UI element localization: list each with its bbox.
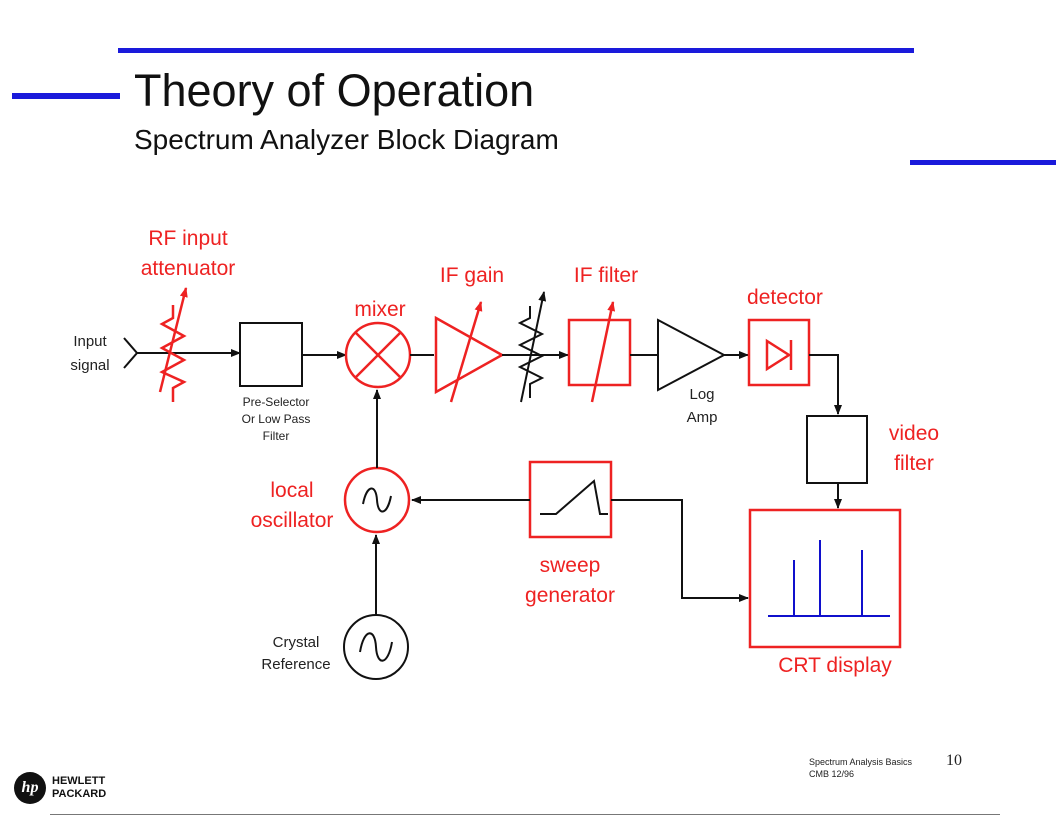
local-oscillator-label-2: oscillator — [251, 509, 334, 532]
header-bar-left — [12, 93, 120, 99]
page-number: 10 — [946, 752, 962, 769]
footer-doc-info: Spectrum Analysis Basics CMB 12/96 — [809, 756, 912, 780]
detector: detector — [747, 286, 842, 415]
input-signal: Input signal — [70, 333, 241, 374]
pre-selector-label-3: Filter — [263, 429, 290, 443]
crystal-reference: Crystal Reference — [261, 534, 409, 680]
pre-selector-label-1: Pre-Selector — [243, 395, 310, 409]
log-amp: Log Amp — [657, 318, 749, 426]
hp-logo-text-line-2: PACKARD — [52, 788, 107, 800]
if-filter-variable-arrow-icon — [590, 301, 616, 403]
sawtooth-icon — [540, 479, 608, 515]
rf-attenuator-label-2: attenuator — [141, 257, 236, 280]
signal-line-sweep-crt — [611, 499, 749, 602]
header-bar-top — [118, 48, 914, 53]
sweep-generator-label-1: sweep — [540, 554, 601, 577]
hp-logo-text: HEWLETT PACKARD — [52, 775, 106, 801]
video-filter-label-1: video — [889, 422, 939, 445]
footer-divider — [50, 814, 1000, 815]
detector-box — [747, 318, 811, 387]
mixer: mixer — [344, 298, 434, 389]
mixer-label: mixer — [354, 298, 405, 321]
log-amp-icon — [657, 318, 727, 392]
attenuator-variable-arrow-icon — [158, 287, 188, 393]
pre-selector-box — [239, 322, 303, 387]
input-connector-icon — [123, 337, 139, 369]
log-amp-label-1: Log — [689, 386, 714, 403]
if-filter-label: IF filter — [574, 264, 638, 287]
if-gain-amplifier-icon — [434, 315, 505, 395]
header-bar-right — [910, 160, 1056, 165]
video-filter: video filter — [806, 415, 939, 509]
sweep-generator: sweep generator — [411, 460, 749, 607]
if-attenuator-arrow-icon — [520, 291, 547, 403]
attenuator-resistor-icon — [159, 305, 187, 402]
sweep-generator-box — [528, 460, 613, 539]
input-signal-label-2: signal — [70, 357, 109, 374]
page-title: Theory of Operation — [134, 65, 535, 116]
video-filter-box — [806, 415, 868, 484]
crt-display-label: CRT display — [778, 654, 892, 677]
footer-doc-code: CMB 12/96 — [809, 769, 855, 779]
rf-input-attenuator: RF input attenuator — [141, 227, 236, 402]
if-filter: IF filter — [567, 264, 658, 403]
sweep-generator-label-2: generator — [525, 584, 615, 607]
local-oscillator: local oscillator — [251, 389, 411, 534]
detector-label: detector — [747, 286, 823, 309]
if-filter-box — [567, 318, 632, 387]
crt-display: CRT display — [748, 508, 902, 677]
log-amp-label-2: Amp — [687, 409, 718, 426]
input-signal-label-1: Input — [73, 333, 107, 350]
pre-selector-filter: Pre-Selector Or Low Pass Filter — [239, 322, 347, 443]
hp-logo-text-line-1: HEWLETT — [52, 775, 106, 787]
rf-attenuator-label-1: RF input — [148, 227, 228, 250]
crystal-reference-label-1: Crystal — [273, 634, 320, 651]
pre-selector-label-2: Or Low Pass — [242, 412, 311, 426]
crt-display-box — [748, 508, 902, 649]
page-subtitle: Spectrum Analyzer Block Diagram — [134, 124, 559, 155]
local-oscillator-label-1: local — [270, 479, 313, 502]
if-gain-variable-arrow-icon — [449, 301, 483, 403]
if-gain-label: IF gain — [440, 264, 504, 287]
footer-doc-title: Spectrum Analysis Basics — [809, 757, 913, 767]
video-filter-label-2: filter — [894, 452, 934, 475]
if-gain: IF gain — [434, 264, 569, 403]
signal-line-detector-video — [809, 354, 842, 415]
diode-icon — [765, 338, 792, 372]
hp-logo-icon: hp — [14, 772, 46, 804]
crystal-reference-label-2: Reference — [261, 656, 330, 673]
hp-logo: hp HEWLETT PACKARD — [14, 772, 106, 804]
if-step-attenuator — [517, 291, 547, 403]
